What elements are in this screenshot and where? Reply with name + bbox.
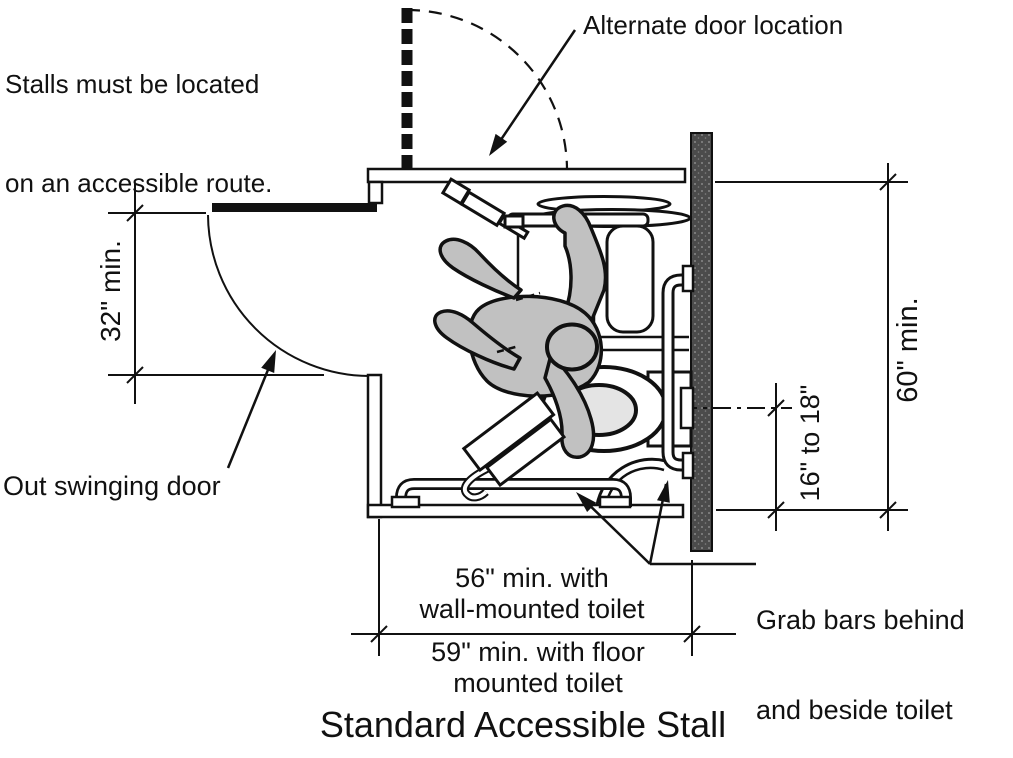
- left-partition-wall: [366, 373, 383, 519]
- person-seam: [515, 291, 541, 302]
- grab-bars-label-line2: and beside toilet: [756, 695, 953, 725]
- grab-bars-arrowhead: [657, 480, 670, 503]
- wheelchair-caster-arc: [595, 457, 667, 506]
- alternate-door: [401, 8, 569, 171]
- person-head: [545, 322, 599, 372]
- dim-toilet-centerline-label: 16" to 18": [795, 384, 825, 502]
- rear-wall-panel: [690, 132, 713, 552]
- person-leg-upper: [438, 237, 523, 300]
- grab-bar-bracket: [681, 264, 695, 293]
- out-swinging-door-label: Out swinging door: [3, 471, 221, 501]
- grab-bars-label-line1: Grab bars behind: [756, 605, 965, 635]
- entry-door-leaf: [212, 203, 377, 212]
- grab-bar-bracket: [598, 495, 632, 509]
- alternate-door-label: Alternate door location: [583, 10, 844, 40]
- dimension-stall-depth: [715, 163, 908, 531]
- door-latch-hardware: [440, 177, 530, 241]
- grab-bar-bracket: [681, 451, 695, 480]
- dim-door-width-label: 32" min.: [95, 240, 126, 342]
- dim-width-wall-mounted-label: 56" min. with wall-mounted toilet: [373, 563, 691, 625]
- diagram-title: Standard Accessible Stall: [319, 704, 727, 745]
- dim-width-wall-mounted-line2: wall-mounted toilet: [419, 594, 645, 624]
- entry-door-swing-arc: [207, 214, 370, 377]
- person-leg-lower: [433, 309, 522, 371]
- dim-width-wall-mounted-line1: 56" min. with: [455, 563, 609, 593]
- dim-stall-depth-label: 60" min.: [892, 297, 924, 403]
- front-partition-wall: [366, 167, 687, 184]
- out-swinging-door-arrowhead: [261, 350, 276, 373]
- wheelchair-armrest: [605, 224, 655, 334]
- person-arm-on-toilet: [543, 353, 596, 459]
- annotation-arrows: [226, 29, 756, 566]
- note-accessible-route-line1: Stalls must be located: [5, 69, 260, 99]
- person-arm-reaching: [552, 203, 608, 324]
- dim-width-floor-mounted-line1: 59" min. with floor: [431, 637, 645, 667]
- note-accessible-route: Stalls must be located on an accessible …: [5, 2, 272, 266]
- door-jamb: [367, 180, 384, 205]
- grab-bar-bracket: [679, 386, 695, 430]
- grab-bars-arrowhead: [576, 492, 597, 512]
- footrest-tube: [462, 466, 490, 500]
- dim-width-floor-mounted-line2: mounted toilet: [453, 668, 623, 698]
- wheelchair-footrests: [460, 391, 567, 502]
- alternate-door-swing-arc: [406, 8, 569, 171]
- out-swinging-door-leader: [226, 359, 274, 469]
- person-seam: [496, 344, 520, 354]
- grab-bars-label: Grab bars behind and beside toilet: [756, 545, 965, 758]
- grab-bar-beside-toilet: [390, 478, 632, 509]
- person-figure: [433, 203, 608, 459]
- note-accessible-route-line2: on an accessible route.: [5, 168, 273, 198]
- alternate-door-leader: [492, 29, 577, 151]
- dimension-toilet-centerline: [767, 383, 785, 531]
- grab-bar-bracket: [390, 495, 421, 509]
- dim-width-floor-mounted-label: 59" min. with floor mounted toilet: [373, 637, 703, 699]
- footrest-plate: [461, 391, 556, 473]
- dimension-door-width: [108, 184, 324, 404]
- alternate-door-arrowhead: [489, 133, 508, 156]
- entry-door: [207, 203, 377, 377]
- footrest-plate: [484, 417, 567, 488]
- grab-bar-behind-toilet: [661, 264, 695, 480]
- dimension-stall-width: [351, 519, 736, 656]
